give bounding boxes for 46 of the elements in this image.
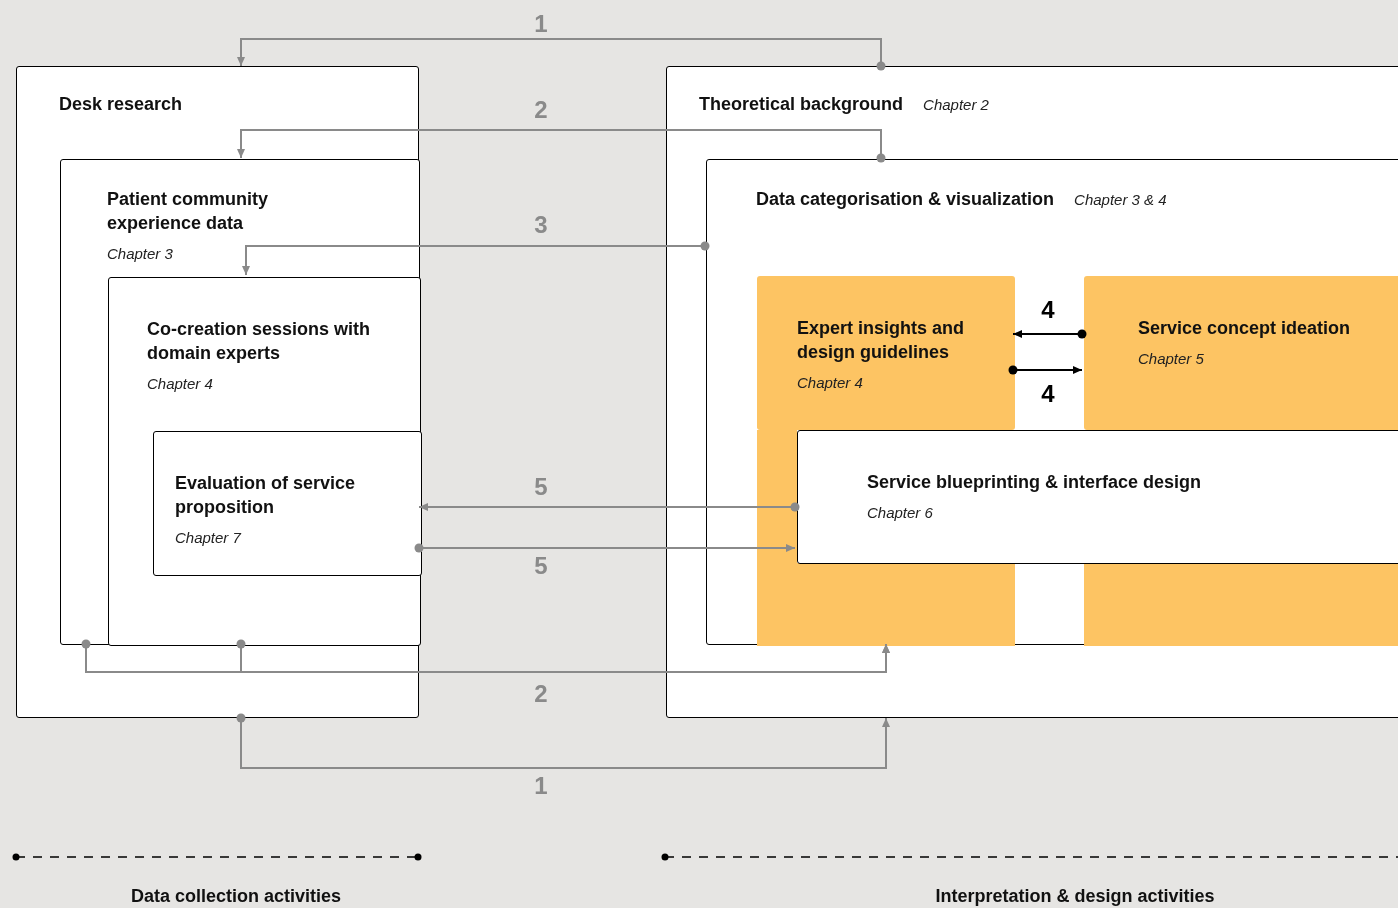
- edge-label: 2: [534, 98, 548, 122]
- process-box: [666, 66, 1398, 718]
- edge-label: 2: [534, 682, 548, 706]
- connector-arrow: [242, 241, 710, 276]
- edge-label: 5: [534, 475, 548, 499]
- connector-arrow: [237, 38, 886, 71]
- chapter-note: Chapter 3: [107, 244, 173, 264]
- edge-label: 3: [534, 213, 548, 237]
- chapter-note: Chapter 5: [1138, 349, 1204, 369]
- section-caption: Interpretation & design activities: [935, 885, 1215, 907]
- chapter-note: Chapter 7: [175, 528, 241, 548]
- process-box: [706, 159, 1398, 645]
- chapter-note: Chapter 2: [923, 95, 989, 115]
- node-title: Expert insights and design guidelines: [797, 317, 966, 364]
- process-box: [16, 66, 419, 718]
- connector-arrow: [236, 713, 890, 769]
- node-title: Theoretical background: [699, 93, 904, 116]
- node-title: Co-creation sessions with domain experts: [147, 318, 372, 365]
- node-title: Patient community experience data: [107, 188, 270, 235]
- connector-arrow: [237, 129, 886, 163]
- edge-label: 4: [1041, 382, 1055, 406]
- edge-label: 4: [1041, 298, 1055, 322]
- edge-label: 5: [534, 554, 548, 578]
- node-title: Service blueprinting & interface design: [867, 471, 1202, 494]
- highlight-box: [757, 276, 1015, 430]
- edge-label: 1: [534, 774, 548, 798]
- connector-arrow: [1008, 365, 1083, 375]
- node-title: Data categorisation & visualization: [756, 188, 1055, 211]
- chapter-note: Chapter 3 & 4: [1074, 190, 1167, 210]
- process-box: [797, 430, 1398, 564]
- chapter-note: Chapter 4: [797, 373, 863, 393]
- process-box: [60, 159, 420, 645]
- connector-arrow: [236, 639, 890, 673]
- section-caption: Data collection activities: [130, 885, 342, 907]
- process-box: [153, 431, 422, 576]
- connector-arrow: [414, 543, 796, 553]
- process-box: [108, 277, 421, 646]
- chapter-note: Chapter 6: [867, 503, 933, 523]
- node-title: Desk research: [59, 93, 183, 116]
- highlight-box: [1084, 276, 1398, 430]
- edge-label: 1: [534, 12, 548, 36]
- connector-arrow: [418, 502, 800, 512]
- node-title: Service concept ideation: [1138, 317, 1351, 340]
- node-title: Evaluation of service proposition: [175, 472, 357, 519]
- connector-arrow: [1012, 329, 1087, 339]
- chapter-note: Chapter 4: [147, 374, 213, 394]
